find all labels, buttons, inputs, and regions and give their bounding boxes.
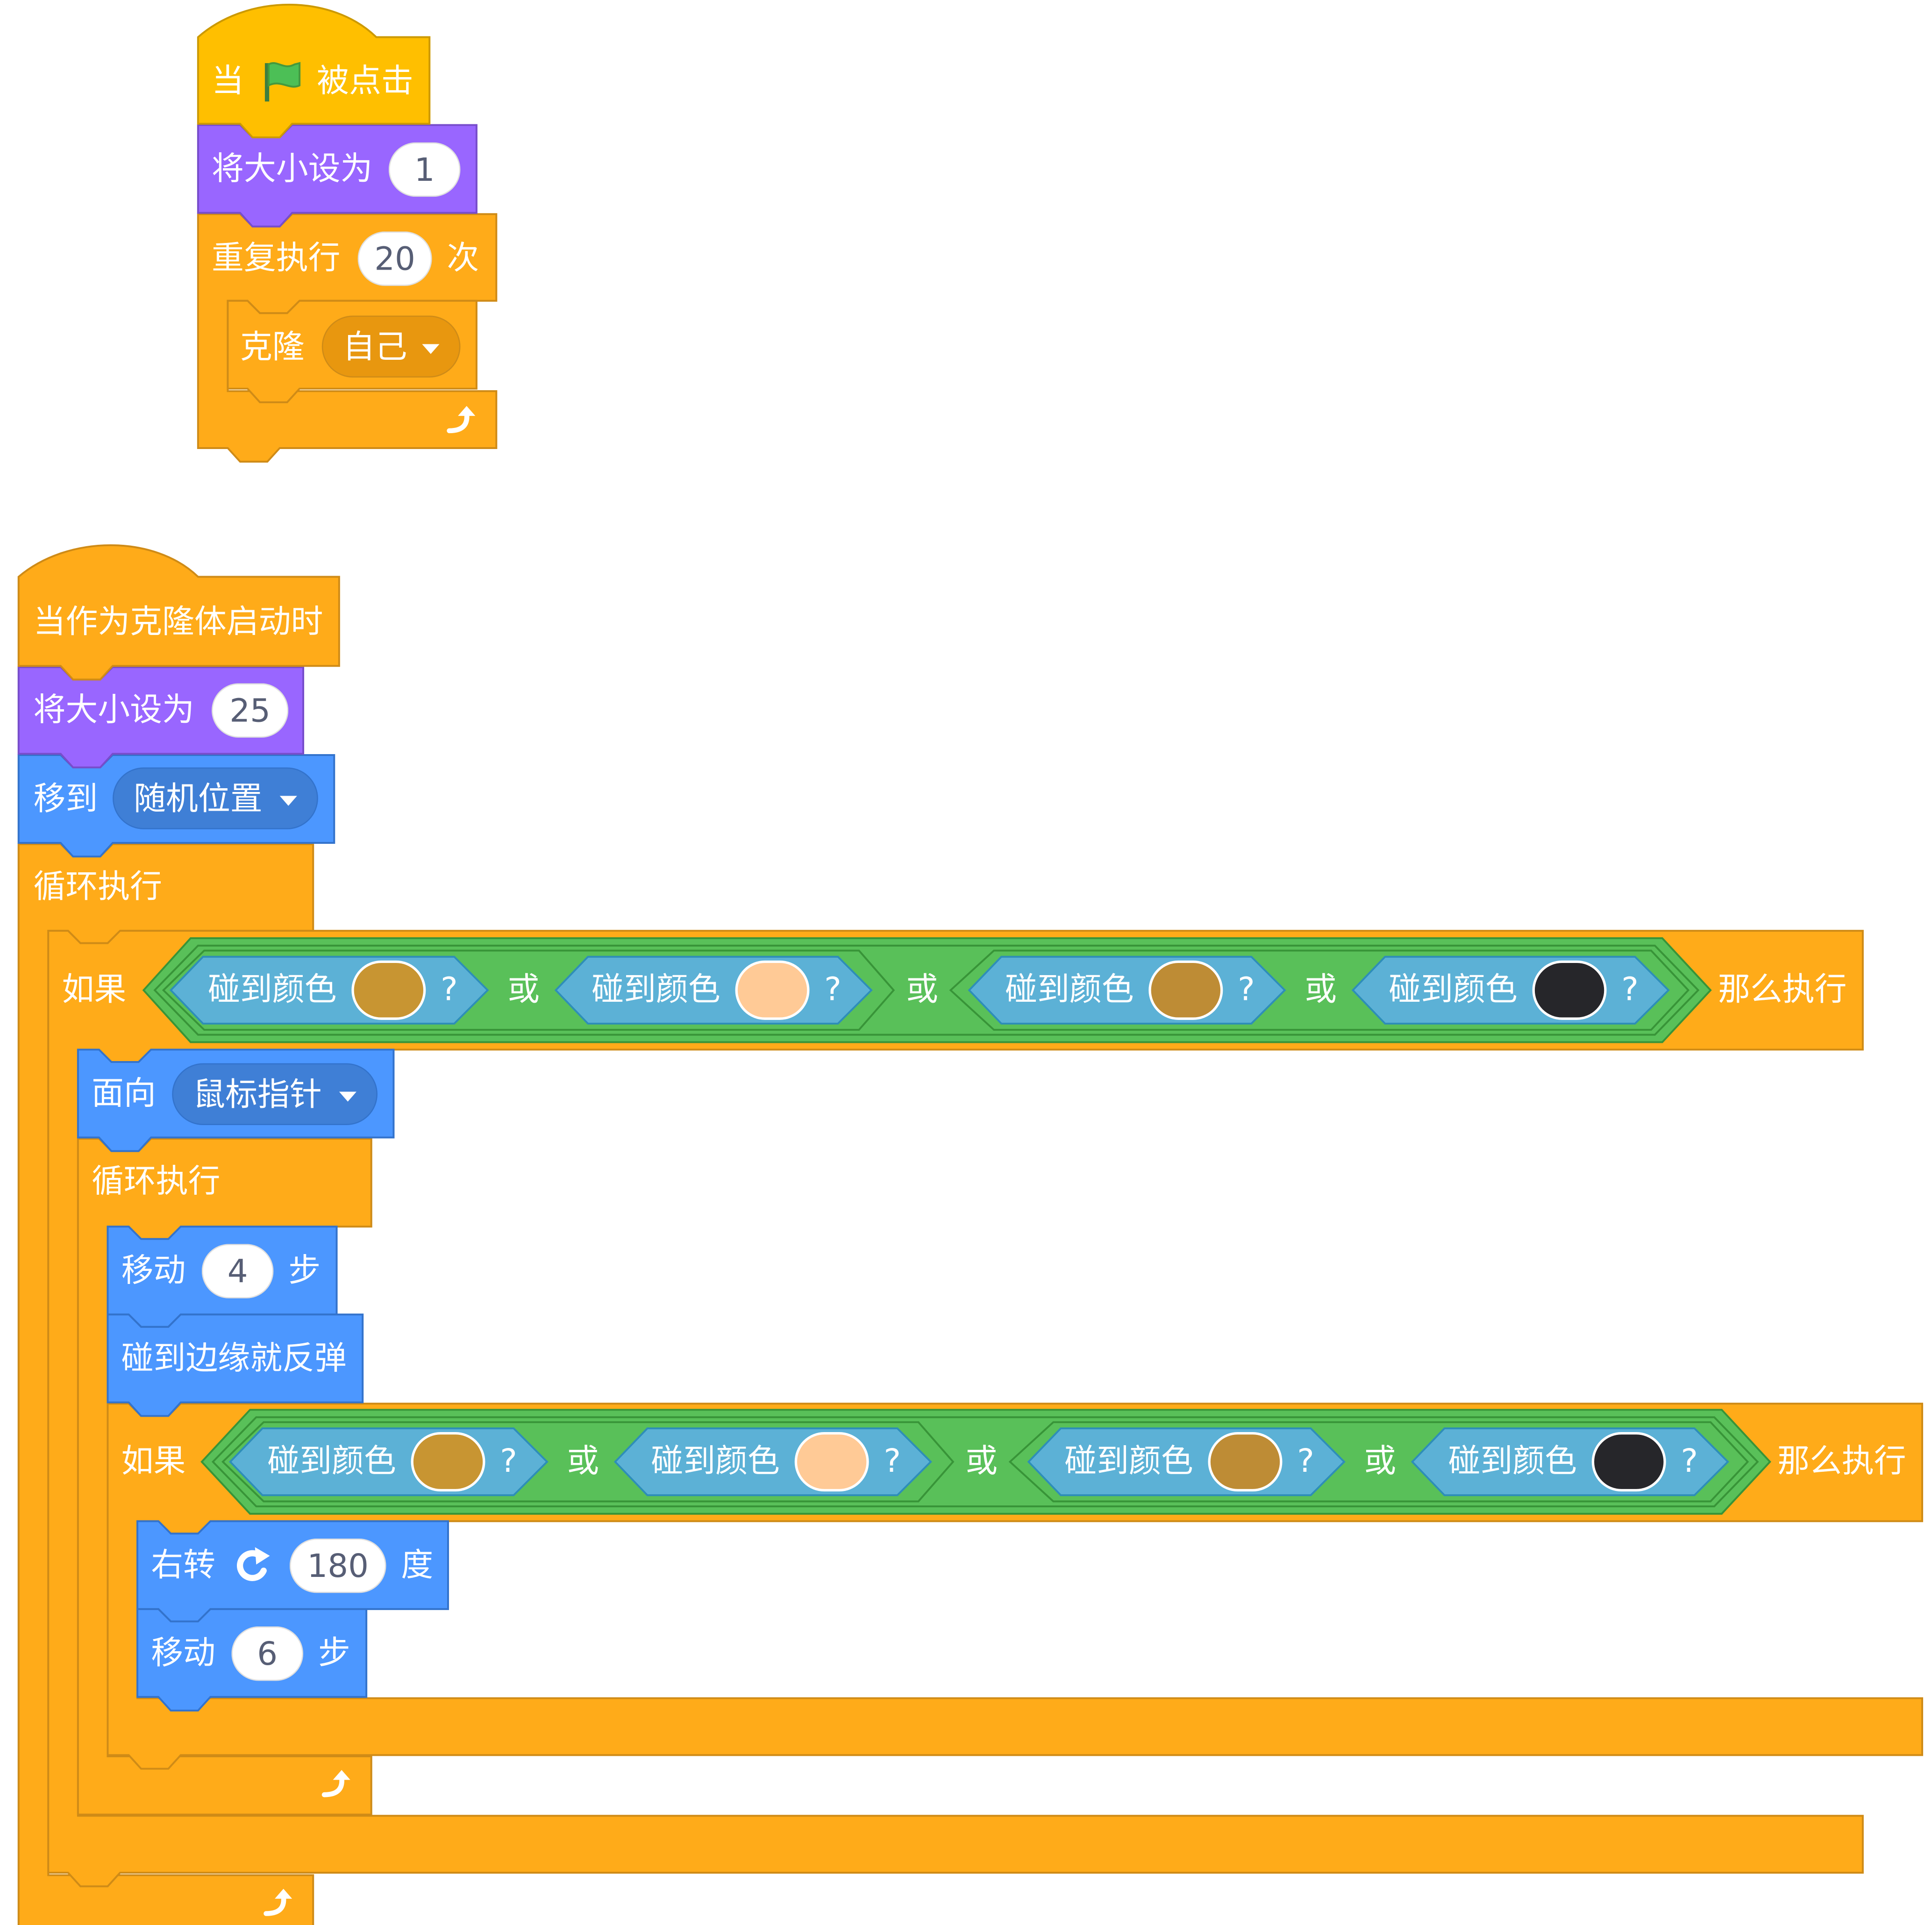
loop-arrow-icon	[264, 1889, 292, 1916]
color-swatch-black[interactable]	[1532, 960, 1607, 1020]
go-to-target-dropdown[interactable]: 随机位置	[113, 767, 318, 829]
color-swatch-brown[interactable]	[351, 960, 426, 1020]
color-swatch-peach[interactable]	[794, 1432, 869, 1492]
dropdown-arrow-icon	[422, 344, 440, 354]
hat-label-when: 当	[211, 63, 244, 100]
clone-target-dropdown[interactable]: 自己	[321, 315, 461, 378]
clone-hat-label: 当作为克隆体启动时	[33, 604, 323, 642]
or-label: 或	[1305, 971, 1337, 1009]
loop-arrow-icon	[447, 406, 476, 434]
when-start-as-clone-hat[interactable]	[17, 544, 340, 681]
question-mark: ?	[1681, 1443, 1698, 1481]
turn-right-label: 右转	[151, 1547, 215, 1584]
repeat-count-input[interactable]: 20	[357, 231, 432, 286]
degrees-label: 度	[401, 1547, 434, 1584]
question-mark: ?	[884, 1443, 901, 1481]
question-mark: ?	[500, 1443, 517, 1481]
dropdown-arrow-icon	[279, 796, 297, 806]
touching-color-label: 碰到颜色	[1005, 971, 1134, 1009]
move-steps-input-1[interactable]: 4	[201, 1244, 274, 1298]
or-label: 或	[906, 971, 939, 1009]
set-size-label-1: 将大小设为	[211, 151, 373, 188]
forever-label: 循环执行	[33, 869, 163, 906]
clone-target-value: 自己	[342, 329, 407, 367]
point-towards-value: 鼠标指针	[193, 1077, 322, 1114]
size-input-2[interactable]: 25	[211, 683, 289, 738]
set-size-label-2: 将大小设为	[33, 692, 194, 729]
touching-color-label: 碰到颜色	[267, 1443, 396, 1481]
bounce-label: 碰到边缘就反弹	[121, 1340, 347, 1378]
question-mark: ?	[1238, 971, 1255, 1009]
forever-inner-label: 循环执行	[92, 1163, 221, 1201]
when-flag-clicked-hat[interactable]	[197, 3, 431, 139]
rotate-right-icon	[236, 1547, 270, 1581]
loop-arrow-icon	[321, 1770, 350, 1797]
if-label-1: 如果	[62, 971, 127, 1009]
question-mark: ?	[1297, 1443, 1314, 1481]
touching-color-label: 碰到颜色	[592, 971, 720, 1009]
touching-color-label: 碰到颜色	[1389, 971, 1518, 1009]
color-swatch-brown[interactable]	[1208, 1432, 1283, 1492]
point-towards-dropdown[interactable]: 鼠标指针	[172, 1063, 378, 1126]
if-label-2: 如果	[121, 1443, 186, 1481]
point-towards-label: 面向	[92, 1076, 156, 1113]
or-label: 或	[567, 1443, 599, 1481]
question-mark: ?	[824, 971, 841, 1009]
touching-color-label: 碰到颜色	[208, 971, 337, 1009]
move-label-1: 移动	[121, 1252, 186, 1290]
color-swatch-peach[interactable]	[735, 960, 810, 1020]
move-label-2: 移动	[151, 1635, 215, 1672]
touching-color-label: 碰到颜色	[651, 1443, 780, 1481]
color-swatch-black[interactable]	[1591, 1432, 1666, 1492]
or-label: 或	[1364, 1443, 1397, 1481]
touching-color-label: 碰到颜色	[1448, 1443, 1577, 1481]
clone-label: 克隆	[240, 329, 305, 367]
or-label: 或	[507, 971, 540, 1009]
go-to-label: 移到	[33, 781, 98, 819]
size-input-1[interactable]: 1	[388, 142, 461, 197]
question-mark: ?	[1621, 971, 1639, 1009]
go-to-target-value: 随机位置	[134, 781, 263, 819]
color-swatch-brown[interactable]	[1148, 960, 1223, 1020]
repeat-label: 重复执行	[211, 240, 341, 278]
move-steps-input-2[interactable]: 6	[231, 1626, 304, 1681]
question-mark: ?	[441, 971, 458, 1009]
or-label: 或	[965, 1443, 998, 1481]
steps-label-2: 步	[318, 1635, 350, 1672]
then-label-1: 那么执行	[1718, 971, 1847, 1009]
green-flag-icon[interactable]	[257, 59, 307, 104]
touching-color-label: 碰到颜色	[1064, 1443, 1193, 1481]
repeat-times-label: 次	[447, 240, 479, 278]
bounce-on-edge-block[interactable]	[107, 1313, 364, 1417]
hat-label-clicked: 被点击	[317, 63, 413, 100]
dropdown-arrow-icon	[339, 1091, 356, 1102]
color-swatch-brown[interactable]	[411, 1432, 485, 1492]
steps-label-1: 步	[288, 1252, 321, 1290]
then-label-2: 那么执行	[1777, 1443, 1906, 1481]
turn-degrees-input[interactable]: 180	[289, 1538, 386, 1593]
